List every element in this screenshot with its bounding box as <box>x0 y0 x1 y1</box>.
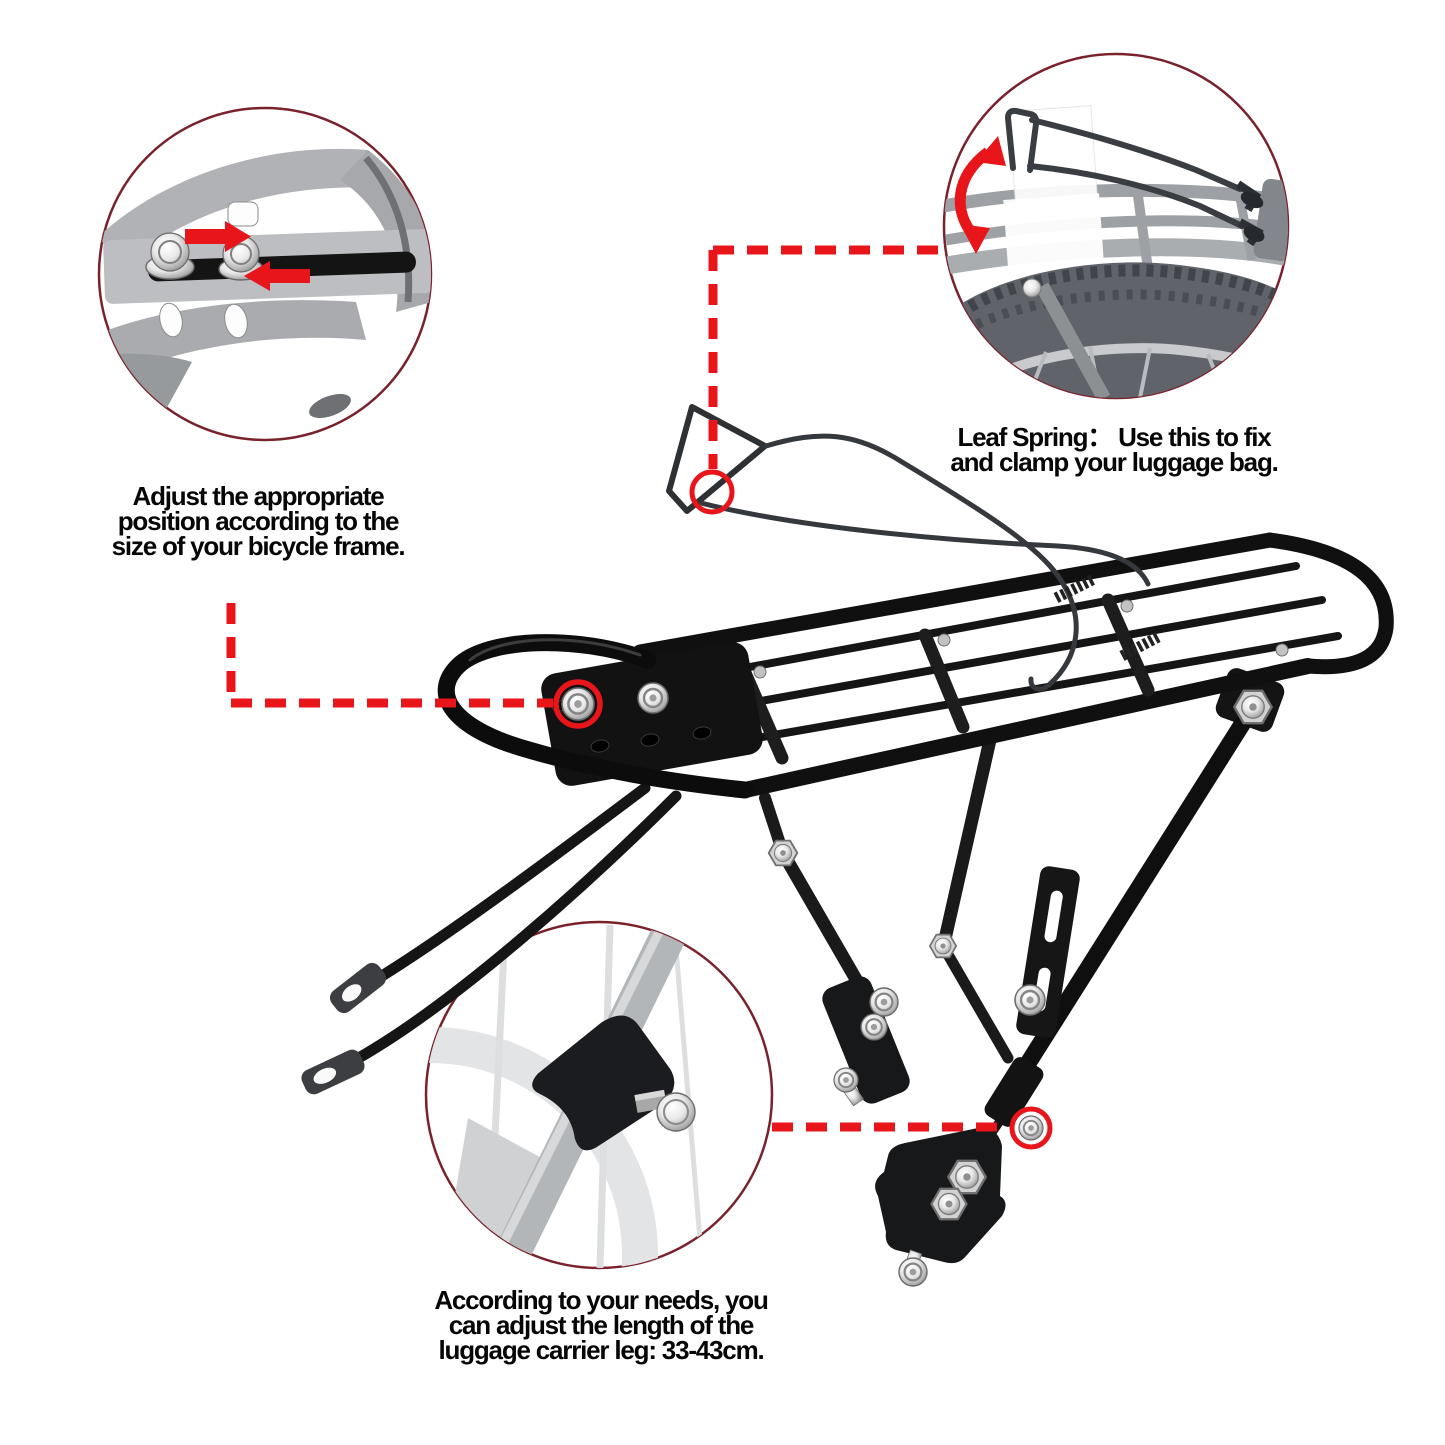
leaf-spring-wire <box>666 404 1151 692</box>
thumb-screw-photo <box>634 1089 696 1132</box>
rear-leg-pivot-bolt <box>1233 689 1273 725</box>
callout-leg-length-line-1: According to your needs, you <box>434 1285 769 1315</box>
callout-frame-position: Adjust the appropriate position accordin… <box>58 481 458 561</box>
rack-front-handle <box>437 634 754 799</box>
arrow-right-icon <box>185 221 251 252</box>
callout-leg-length: According to your needs, you can adjust … <box>391 1285 811 1365</box>
callout-frame-position-line-2: position according to the <box>117 506 400 536</box>
callout-frame-position-line-1: Adjust the appropriate <box>132 481 385 511</box>
callout-leaf-spring-line-2: and clamp your luggage bag. <box>950 447 1279 477</box>
arrow-left-icon <box>244 261 310 291</box>
callout-leaf-spring-line-1: Leaf Spring： Use this to fix <box>957 422 1271 452</box>
callout-frame-position-line-3: size of your bicycle frame. <box>111 531 406 561</box>
leg-length-bolt <box>1018 1115 1044 1141</box>
highlight-ring-position-bolt <box>553 679 603 729</box>
annotation-layer <box>226 245 1053 1150</box>
coil-springs <box>1053 574 1161 661</box>
rack-front-legs <box>301 782 682 1095</box>
inset-bolt-adjustment <box>97 106 433 442</box>
callout-leg-length-line-3: luggage carrier leg: 33-43cm. <box>438 1335 764 1365</box>
leaf-spring-wire-raised <box>1004 107 1245 229</box>
rack-rear-leg <box>1016 698 1262 1077</box>
highlight-ring-leg-bolt <box>1009 1106 1053 1150</box>
dropout-clamp <box>875 1127 1006 1288</box>
rack-mounting-plate <box>541 642 763 786</box>
inset-leg-clamp <box>424 920 774 1270</box>
inset-leaf-spring <box>942 52 1290 400</box>
position-adjust-bolt <box>560 686 596 722</box>
adjustment-slot <box>148 251 416 282</box>
callout-leaf-spring: Leaf Spring： Use this to fix and clamp y… <box>904 422 1324 477</box>
rack-platform <box>632 532 1394 798</box>
callout-leg-length-line-2: can adjust the length of the <box>448 1310 755 1340</box>
clamp-block-photo <box>532 1015 675 1151</box>
slot-bolt-left <box>145 232 195 280</box>
highlight-ring-leaf-spring <box>689 469 735 515</box>
curved-double-arrow-icon <box>954 136 1006 254</box>
product-photo-rack <box>301 404 1394 1288</box>
seat-stay-clamp <box>822 976 910 1107</box>
